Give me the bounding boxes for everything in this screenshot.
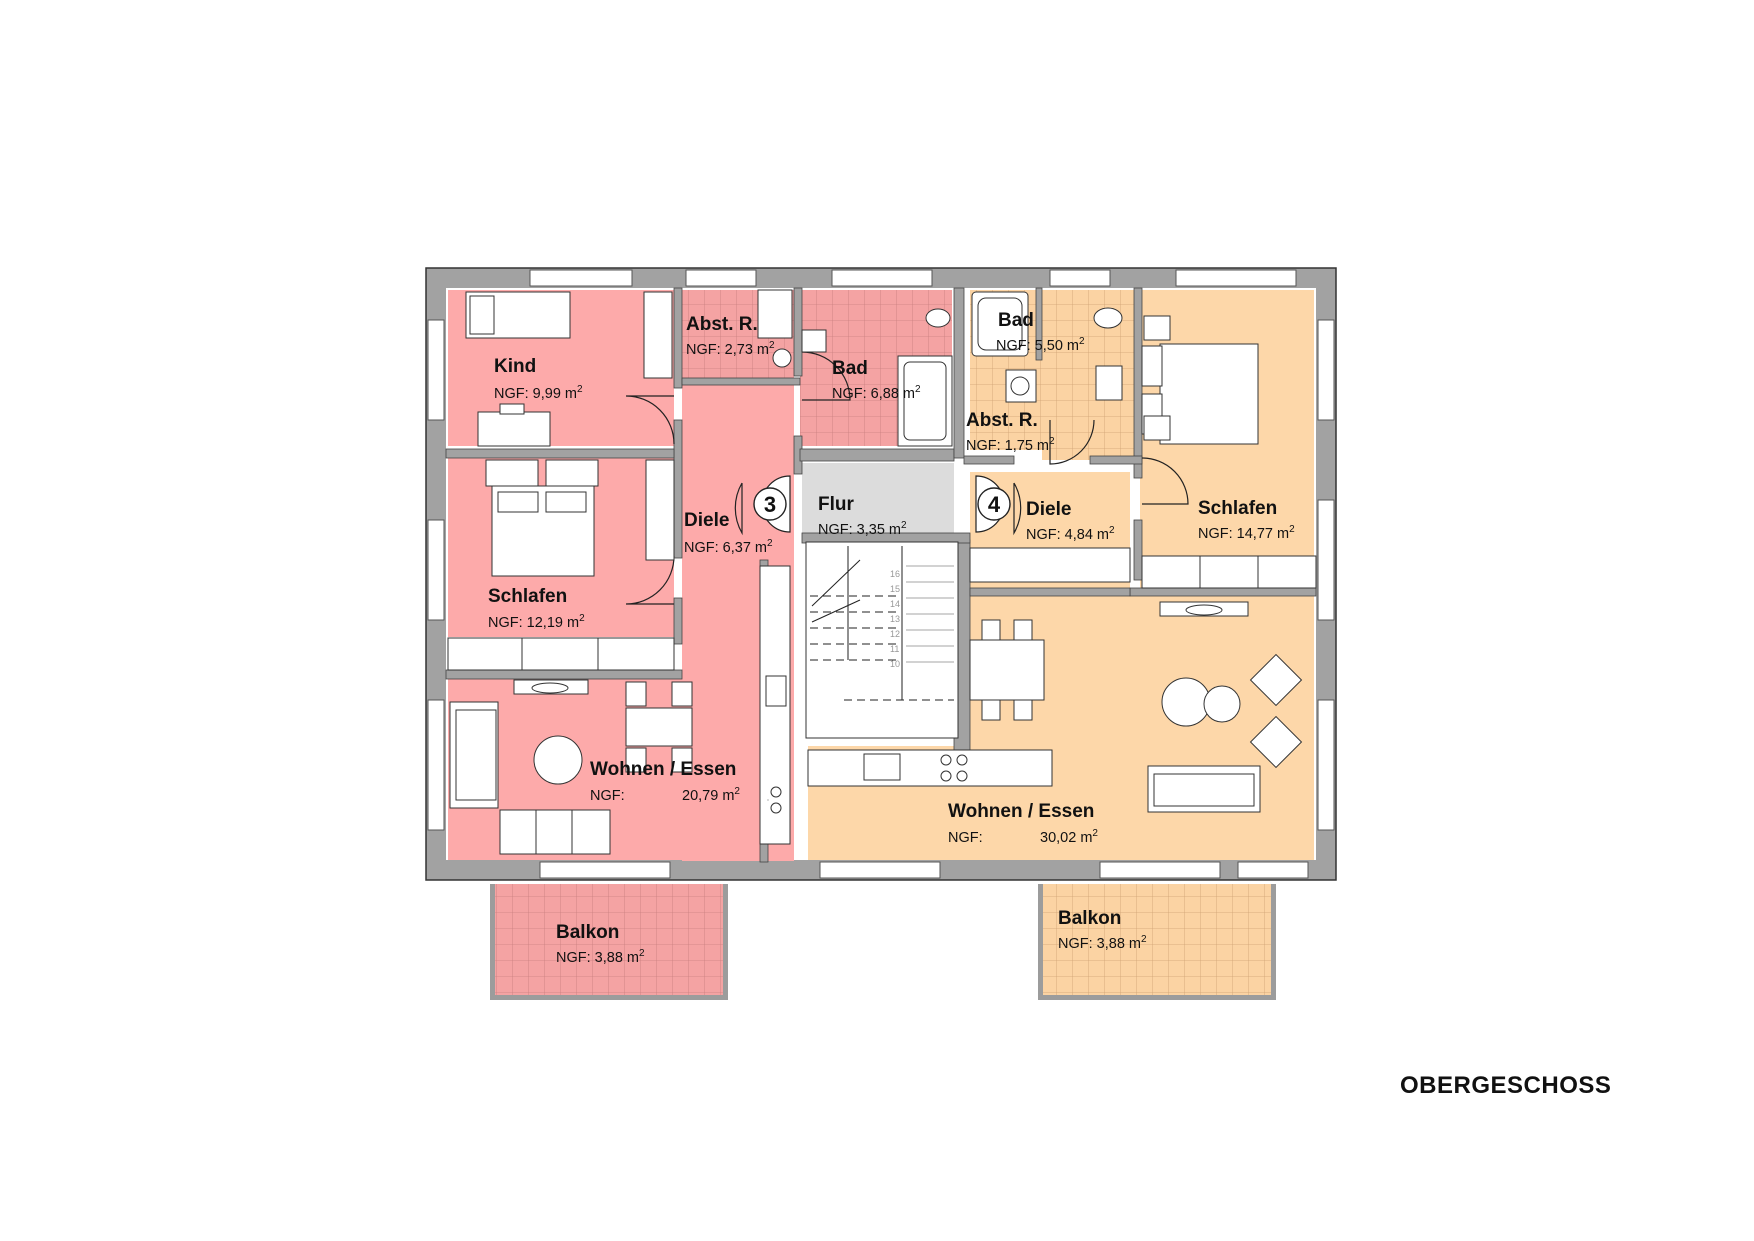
room-name-kind: Kind: [494, 356, 536, 377]
stair-step-number: 15: [890, 584, 900, 594]
room-area-schlafen-3: NGF: 12,19 m2: [488, 613, 585, 631]
room-area-label-wohnen-3: NGF:: [590, 788, 625, 804]
room-area-wohnen-3: 20,79 m2: [682, 786, 740, 804]
room-name-schlafen-3: Schlafen: [488, 586, 567, 607]
balcony-unit-4: [1038, 884, 1276, 1000]
furniture: [447, 289, 1317, 855]
unit-marker-4: 4: [975, 475, 1011, 533]
room-name-flur: Flur: [818, 494, 854, 515]
unit-marker-3: 3: [753, 475, 791, 533]
room-area-flur: NGF: 3,35 m2: [818, 520, 907, 538]
unit-number-4: 4: [988, 492, 1001, 517]
room-area-bad-3: NGF: 6,88 m2: [832, 384, 921, 402]
room-name-abst-r-4: Abst. R.: [966, 410, 1038, 431]
floor-title: OBERGESCHOSS: [1400, 1072, 1612, 1099]
room-name-schlafen-4: Schlafen: [1198, 498, 1277, 519]
room-name-bad-4: Bad: [998, 310, 1034, 331]
room-name-diele-3: Diele: [684, 510, 729, 531]
room-area-label-wohnen-4: NGF:: [948, 830, 983, 846]
room-area-diele-3: NGF: 6,37 m2: [684, 538, 773, 556]
room-area-wohnen-4: 30,02 m2: [1040, 828, 1098, 846]
room-area-abst-r-4: NGF: 1,75 m2: [966, 436, 1055, 454]
stair-step-number: 14: [890, 599, 900, 609]
stairwell: 16 15 14 13 12 11 10: [805, 541, 959, 739]
room-area-balkon-4: NGF: 3,88 m2: [1058, 934, 1147, 952]
room-area-balkon-3: NGF: 3,88 m2: [556, 948, 645, 966]
room-area-diele-4: NGF: 4,84 m2: [1026, 525, 1115, 543]
stair-step-number: 11: [890, 644, 899, 654]
stair-step-number: 12: [890, 629, 900, 639]
room-name-abst-r-3: Abst. R.: [686, 314, 758, 335]
room-labels: Kind NGF: 9,99 m2 Abst. R. NGF: 2,73 m2 …: [488, 310, 1295, 966]
room-name-balkon-3: Balkon: [556, 922, 619, 943]
room-name-wohnen-4: Wohnen / Essen: [948, 801, 1094, 822]
room-name-diele-4: Diele: [1026, 499, 1071, 520]
room-name-balkon-4: Balkon: [1058, 908, 1121, 929]
room-area-bad-4: NGF: 5,50 m2: [996, 336, 1085, 354]
stair-step-number: 16: [890, 569, 900, 579]
unit-number-3: 3: [764, 492, 776, 517]
room-area-schlafen-4: NGF: 14,77 m2: [1198, 524, 1295, 542]
stair-step-number: 10: [890, 659, 900, 669]
double-bed-4: [1159, 343, 1259, 445]
room-area-abst-r-3: NGF: 2,73 m2: [686, 340, 775, 358]
balcony-unit-3: [490, 884, 728, 1000]
door-swings: [625, 351, 1189, 605]
room-name-bad-3: Bad: [832, 358, 868, 379]
stair-step-number: 13: [890, 614, 900, 624]
room-area-kind: NGF: 9,99 m2: [494, 384, 583, 402]
windows: [427, 269, 1335, 879]
room-name-wohnen-3: Wohnen / Essen: [590, 759, 736, 780]
